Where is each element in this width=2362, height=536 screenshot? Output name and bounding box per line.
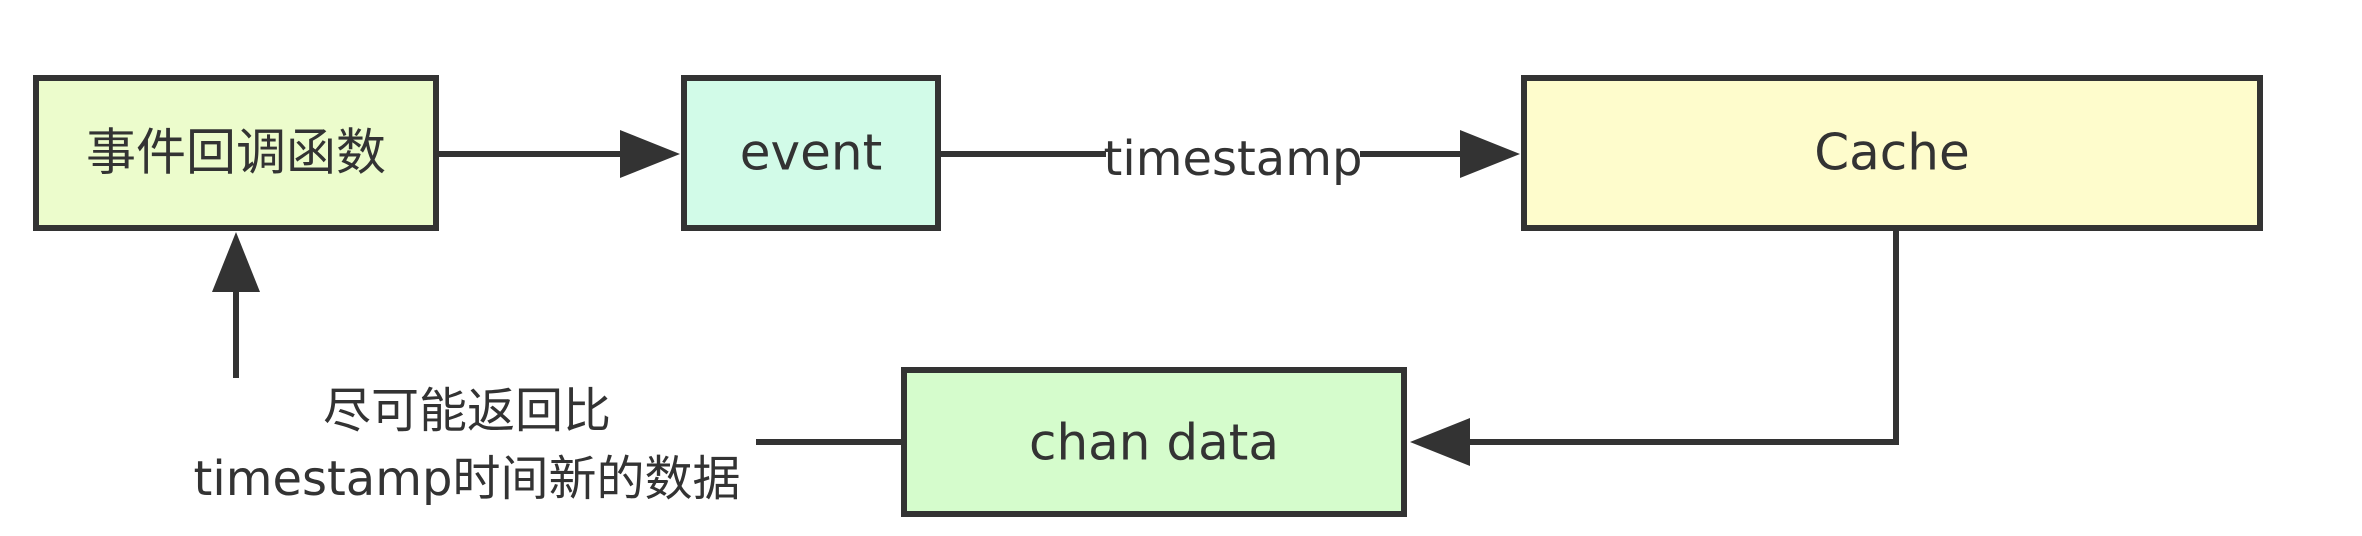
node-chan-data-label: chan data <box>1029 414 1279 472</box>
node-event-label: event <box>740 124 882 182</box>
node-cache-label: Cache <box>1814 124 1970 182</box>
edge-event-to-cache: timestamp <box>938 130 1520 187</box>
arrowhead-icon <box>620 130 680 178</box>
arrowhead-icon <box>212 232 260 292</box>
node-callback-label: 事件回调函数 <box>86 124 386 182</box>
arrowhead-icon <box>1410 418 1470 466</box>
node-chan-data-box <box>901 367 1407 517</box>
edge-label-line-2: timestamp时间新的数据 <box>194 451 741 507</box>
edge-label-timestamp: timestamp <box>1104 131 1363 187</box>
node-event-box <box>681 75 941 231</box>
node-cache: Cache <box>1521 75 2263 231</box>
edge-callback-to-event <box>436 130 680 178</box>
node-chan-data: chan data <box>901 367 1407 517</box>
edge-cache-to-chan-data <box>1410 228 1899 466</box>
node-event: event <box>681 75 941 231</box>
node-callback-box <box>33 75 439 231</box>
node-cache-box <box>1521 75 2263 231</box>
edge-chan-data-to-callback: 尽可能返回比 timestamp时间新的数据 <box>194 232 904 507</box>
node-callback: 事件回调函数 <box>33 75 439 231</box>
edge-label-line-1: 尽可能返回比 <box>323 383 611 439</box>
arrowhead-icon <box>1460 130 1520 178</box>
